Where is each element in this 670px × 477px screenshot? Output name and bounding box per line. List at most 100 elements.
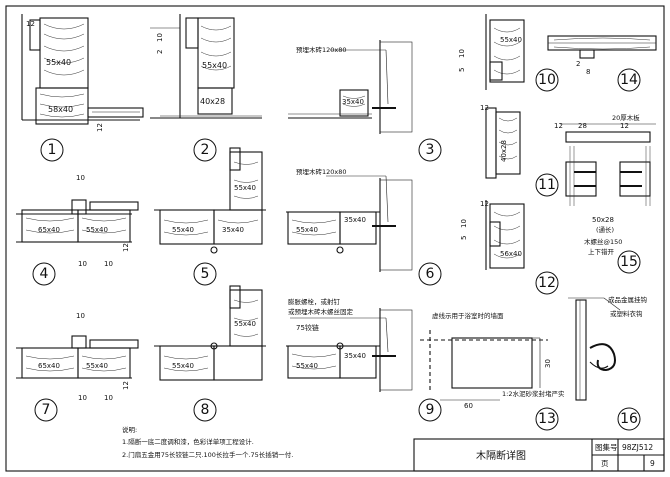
note-through: (通长) [596, 225, 614, 234]
dim-75-hinge: 75铰链 [296, 323, 319, 332]
dim-55x40: 55x40 [296, 226, 318, 234]
dim-12: 12 [554, 122, 563, 130]
dim-56x40: 56x40 [500, 250, 522, 258]
detail-14: 2 8 [547, 35, 657, 76]
callout-5: 5 [201, 266, 210, 282]
dim-12: 12 [620, 122, 629, 130]
dim-10: 10 [104, 394, 113, 402]
dim-55x40: 55x40 [86, 362, 108, 370]
sheet-border [5, 5, 665, 472]
dim-28: 28 [578, 122, 587, 130]
detail-2: 10 2 55x40 40x28 [150, 14, 262, 119]
dim-55x40: 55x40 [202, 61, 227, 70]
dim-55x40: 55x40 [46, 58, 71, 67]
dim-55x40: 55x40 [296, 362, 318, 370]
detail-15: 12 28 12 20厚木板 50x28 (通长) 木螺丝@150 上下错开 [554, 113, 656, 256]
dim-5: 5 [458, 68, 466, 72]
dim-10: 10 [458, 49, 466, 58]
atlas-number-label: 图集号 [595, 442, 618, 452]
dim-12: 12 [122, 243, 130, 252]
callout-6: 6 [426, 266, 435, 282]
dim-5: 5 [460, 236, 468, 240]
dim-35x40: 35x40 [344, 352, 366, 360]
dim-12: 12 [96, 123, 104, 132]
note-bathroom-wall: 虚线示用于浴室时的墙面 [432, 311, 504, 320]
dim-55x40: 55x40 [500, 36, 522, 44]
detail-11: 12 40x28 [480, 104, 521, 179]
page-number: 9 [650, 459, 655, 468]
dim-35x40: 35x40 [344, 216, 366, 224]
notes-line-2: 2.门扇五金用75长铰链二只.100长拉手一个.75长插销一付. [122, 450, 293, 459]
dim-10: 10 [78, 260, 87, 268]
dim-55x40: 55x40 [172, 362, 194, 370]
callout-14: 14 [620, 72, 638, 88]
atlas-number: 98ZJ512 [622, 443, 653, 452]
dim-12: 12 [480, 104, 489, 112]
dim-10: 10 [104, 260, 113, 268]
callout-16: 16 [620, 411, 638, 427]
callout-7: 7 [42, 402, 51, 418]
note-stagger: 上下错开 [588, 247, 615, 256]
dim-2: 2 [156, 50, 164, 54]
dim-40x28: 40x28 [200, 97, 225, 106]
dim-50x28: 50x28 [592, 216, 614, 224]
notes-heading: 说明: [122, 425, 137, 434]
callout-3: 3 [426, 142, 435, 158]
detail-10: 10 5 55x40 [458, 14, 525, 90]
detail-4: 10 65x40 55x40 10 10 12 [16, 174, 139, 268]
callout-15: 15 [620, 254, 638, 270]
dim-10: 10 [156, 33, 164, 42]
drawing-title: 木隔断详图 [476, 449, 526, 462]
dim-58x40: 58x40 [48, 105, 73, 114]
dim-12: 12 [480, 200, 489, 208]
dim-35x40: 35x40 [342, 98, 364, 106]
dim-12: 12 [122, 381, 130, 390]
detail-12: 5 10 56x40 12 [460, 200, 525, 270]
notes-line-1: 1.隔断一底二度调和漆，色彩详单项工程设计. [122, 437, 254, 446]
title-block: 木隔断详图 图集号 98ZJ512 页 9 [413, 438, 665, 472]
callout-8: 8 [201, 402, 210, 418]
callout-4: 4 [40, 266, 49, 282]
dim-10: 10 [76, 174, 85, 182]
dim-65x40: 65x40 [38, 226, 60, 234]
dim-60: 60 [464, 402, 473, 410]
note-mortar: 1:2水泥砂浆封堵严实 [502, 389, 565, 398]
note-wood-brick: 预埋木砖120x80 [296, 167, 347, 176]
callout-10: 10 [538, 72, 556, 88]
callout-11: 11 [538, 177, 556, 193]
detail-16: 成品金属挂钩 或塑料衣钩 [568, 295, 648, 401]
note-hook: 成品金属挂钩 [608, 295, 648, 304]
detail-3: 预埋木砖120x80 35x40 [288, 40, 413, 134]
dim-10: 10 [78, 394, 87, 402]
dim-12: 12 [26, 20, 35, 28]
note-bolt-alt: 或预埋木砖木螺丝固定 [288, 307, 354, 316]
dim-40x28: 40x28 [500, 140, 508, 162]
explanation-notes: 说明: 1.隔断一底二度调和漆，色彩详单项工程设计. 2.门扇五金用75长铰链二… [122, 425, 293, 459]
detail-1: 12 55x40 58x40 12 [21, 14, 144, 132]
detail-5: 55x40 55x40 35x40 [154, 147, 266, 254]
dim-55x40: 55x40 [86, 226, 108, 234]
detail-13: 虚线示用于浴室时的墙面 30 60 1:2水泥砂浆封堵严实 [420, 311, 565, 410]
callout-12: 12 [538, 275, 556, 291]
callout-markers: 1 2 3 4 5 6 7 8 9 10 11 12 13 14 15 16 [32, 68, 641, 431]
dim-30: 30 [544, 359, 552, 368]
note-board: 20厚木板 [612, 113, 640, 122]
dim-8: 8 [586, 68, 590, 76]
dim-35x40: 35x40 [222, 226, 244, 234]
detail-6: 预埋木砖120x80 55x40 35x40 [286, 167, 413, 272]
page-label: 页 [601, 459, 609, 468]
dim-10: 10 [76, 312, 85, 320]
note-wood-brick: 预埋木砖120x80 [296, 45, 347, 54]
note-hook-alt: 或塑料衣钩 [610, 309, 643, 318]
callout-9: 9 [426, 402, 435, 418]
note-bolt: 膨胀螺栓，或射钉 [288, 297, 341, 306]
callout-2: 2 [201, 142, 210, 158]
note-screw: 木螺丝@150 [584, 237, 622, 246]
callout-1: 1 [48, 142, 57, 158]
dim-2: 2 [576, 60, 580, 68]
detail-7: 10 65x40 55x40 10 10 12 [16, 312, 139, 402]
detail-9-section: 膨胀螺栓，或射钉 或预埋木砖木螺丝固定 75铰链 55x40 35x40 [286, 297, 413, 392]
dim-65x40: 65x40 [38, 362, 60, 370]
